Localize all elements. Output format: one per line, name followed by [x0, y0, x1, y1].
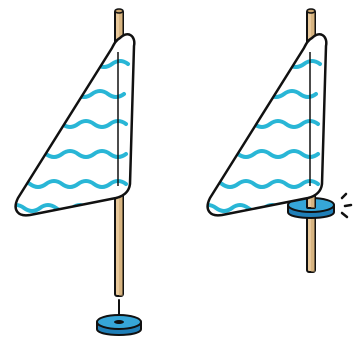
- base-left: [97, 315, 141, 335]
- flag-left: [8, 34, 134, 215]
- panel-after: [200, 9, 351, 272]
- click-marks-icon: [342, 194, 351, 217]
- flag-right: [200, 34, 326, 215]
- panel-before: [8, 9, 141, 335]
